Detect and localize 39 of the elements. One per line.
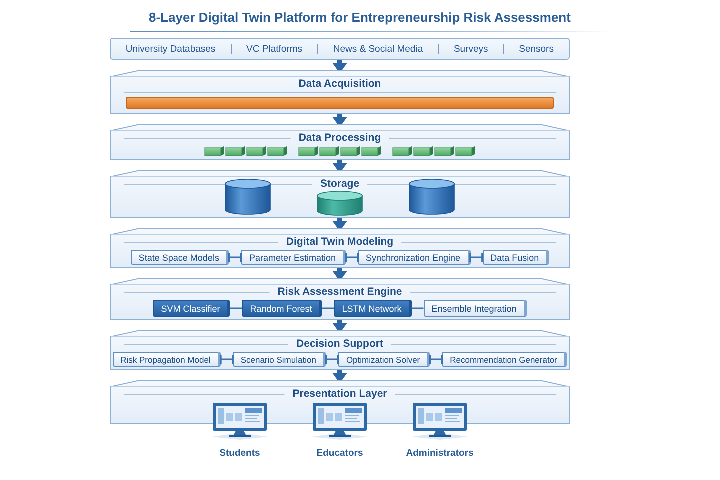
connector-line [325,355,340,364]
source-label: Surveys [454,44,488,54]
source-label: University Databases [126,44,216,54]
layer-heading: Digital Twin Modeling [286,236,394,249]
user-label: Educators [316,448,364,459]
layer-heading: Data Processing [298,132,382,145]
module-box: Ensemble Integration [424,300,527,317]
module-box: Parameter Estimation [241,250,346,265]
module-box: State Space Models [130,250,230,265]
layer-heading: Presentation Layer [292,388,388,401]
connector-line [322,308,334,310]
connector-line [230,308,242,310]
module-box: LSTM Network [334,300,412,317]
diagram-title: 8-Layer Digital Twin Platform for Entrepreneurship Risk Assessment [149,10,571,25]
source-label: VC Platforms [246,44,302,54]
connector-line [228,253,242,262]
connector-line [412,308,424,310]
source-label: Sensors [519,44,554,54]
module-box: Synchronization Engine [358,250,471,265]
module-box: Scenario Simulation [232,352,326,367]
layer-heading: Decision Support [296,338,384,351]
module-box: Optimization Solver [338,352,430,367]
source-label: News & Social Media [333,44,424,54]
data-sources-bar [110,38,570,60]
layer-heading: Risk Assessment Engine [278,286,402,299]
user-label: Students [220,448,260,459]
connector-line [220,355,234,364]
user-label: Administrators [406,448,474,459]
module-box: Data Fusion [482,250,550,265]
connector-line [345,253,359,262]
layer-heading: Data Acquisition [298,78,382,91]
layer-heading: Storage [320,178,360,191]
module-box: Risk Propagation Model [112,352,221,367]
stream-bar [126,97,554,109]
module-box: Random Forest [242,300,322,317]
connector-line [429,355,444,364]
module-box: SVM Classifier [153,300,230,317]
connector-line [470,253,484,262]
module-box: Recommendation Generator [442,352,568,367]
